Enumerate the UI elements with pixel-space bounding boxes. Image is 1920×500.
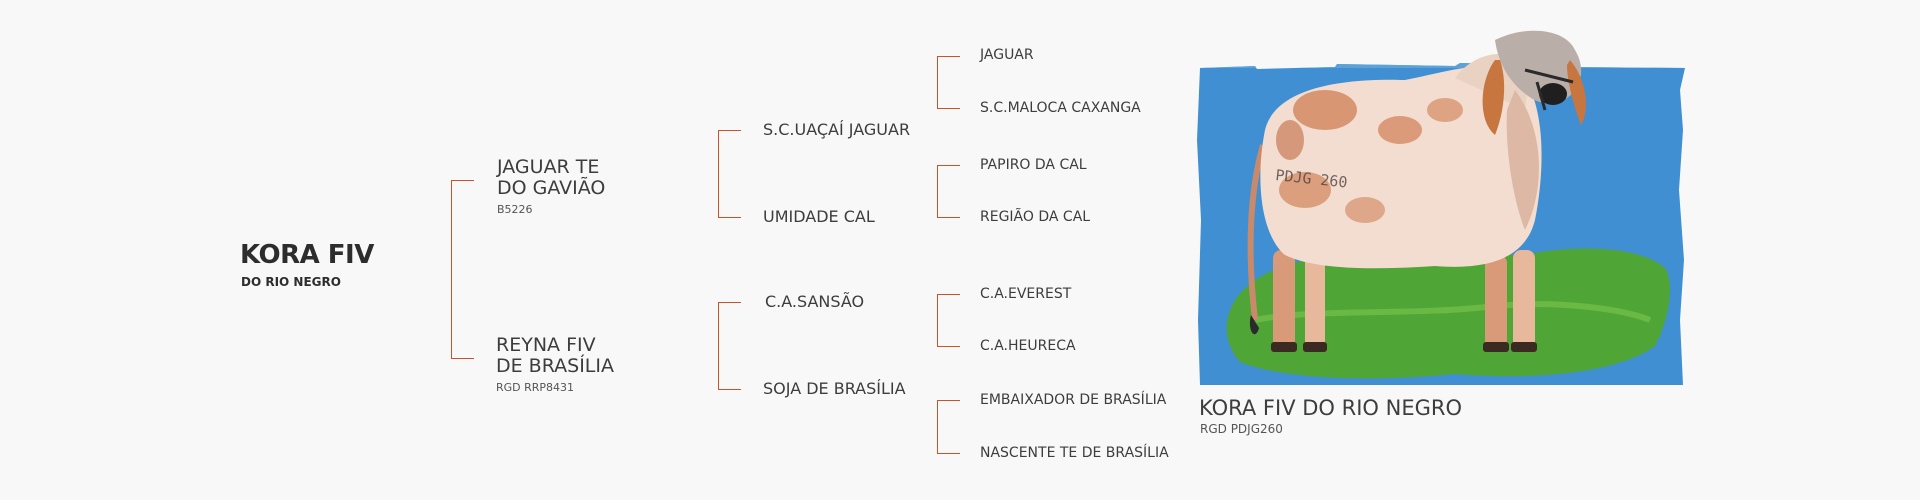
dam-parents-bracket	[718, 302, 741, 390]
dam-name-line2: DE BRASÍLIA	[496, 355, 614, 377]
dam-registration: RGD RRP8431	[496, 381, 575, 394]
great-grandparent: JAGUAR	[980, 47, 1034, 63]
photo-caption-reg: RGD PDJG260	[1200, 422, 1283, 436]
gg-bracket-1	[937, 56, 960, 109]
animal-name: KORA FIV	[240, 240, 374, 270]
animal-photo: PDJG 260	[1197, 30, 1685, 385]
grandparent-sire-sire: S.C.UAÇAÍ JAGUAR	[763, 120, 911, 139]
sire-name-line2: DO GAVIÃO	[497, 177, 606, 199]
sire-block: JAGUAR TE DO GAVIÃO B5226	[497, 156, 606, 217]
great-grandparent: C.A.EVEREST	[980, 286, 1072, 302]
great-grandparent: S.C.MALOCA CAXANGA	[980, 100, 1141, 116]
photo-caption-name: KORA FIV DO RIO NEGRO	[1199, 396, 1462, 420]
parents-bracket	[451, 180, 474, 359]
great-grandparent: C.A.HEURECA	[980, 338, 1076, 354]
great-grandparent: REGIÃO DA CAL	[980, 209, 1091, 225]
sire-name-line1: JAGUAR TE	[497, 156, 600, 178]
great-grandparent: NASCENTE TE DE BRASÍLIA	[980, 445, 1169, 461]
great-grandparent: EMBAIXADOR DE BRASÍLIA	[980, 392, 1167, 408]
sire-parents-bracket	[718, 130, 741, 218]
dam-name-line1: REYNA FIV	[496, 334, 596, 356]
animal-subtitle: DO RIO NEGRO	[241, 275, 341, 289]
sire-registration: B5226	[497, 203, 533, 216]
grandparent-dam-dam: SOJA DE BRASÍLIA	[763, 379, 906, 398]
gg-bracket-4	[937, 400, 960, 454]
dam-block: REYNA FIV DE BRASÍLIA RGD RRP8431	[496, 334, 614, 395]
gg-bracket-2	[937, 165, 960, 218]
gg-bracket-3	[937, 294, 960, 347]
photo-grass	[1226, 248, 1670, 379]
grandparent-sire-dam: UMIDADE CAL	[763, 207, 875, 226]
great-grandparent: PAPIRO DA CAL	[980, 157, 1087, 173]
grandparent-dam-sire: C.A.SANSÃO	[765, 292, 865, 311]
